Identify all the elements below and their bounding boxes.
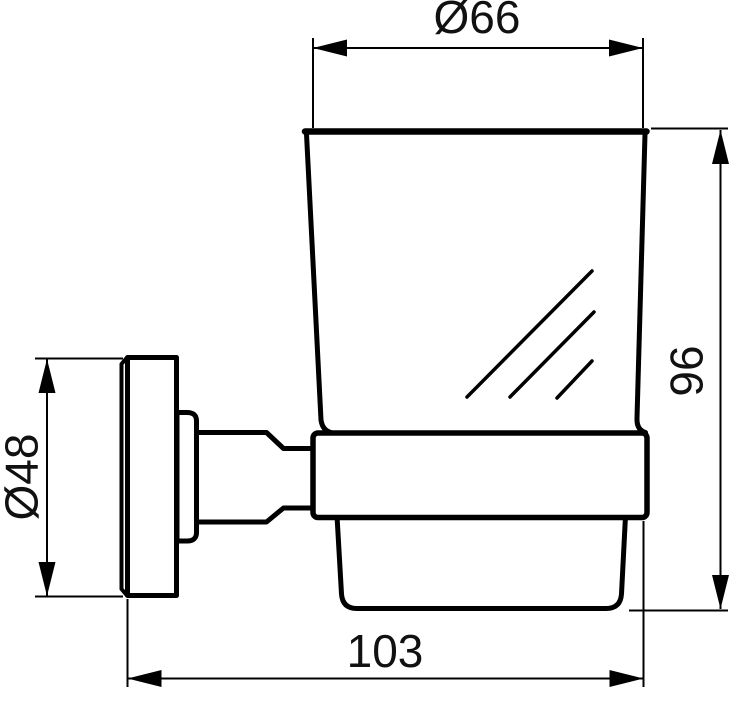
arrowhead-right: [609, 39, 643, 57]
arrowhead-right: [609, 670, 644, 687]
dimension-height: 96: [629, 127, 729, 612]
cup-left-side: [304, 131, 334, 435]
glass-bottom: [334, 513, 628, 611]
support-arm: [196, 430, 314, 525]
arrowhead-up: [712, 130, 729, 164]
arrowhead-left: [313, 39, 347, 57]
arrowhead-down: [38, 562, 56, 596]
dim-label-top-diameter: Ø66: [434, 0, 521, 43]
dim-label-depth: 103: [347, 625, 424, 677]
dimension-depth: 103: [126, 521, 645, 687]
cup-right-side: [634, 131, 648, 435]
dimension-plate-diameter: Ø48: [0, 357, 123, 598]
mount-collar: [174, 410, 199, 544]
glass-hatch-line-2: [508, 310, 596, 399]
dim-label-plate-diameter: Ø48: [0, 434, 48, 521]
arrowhead-down: [712, 575, 729, 609]
wall-plate: [119, 355, 179, 598]
dim-label-height: 96: [661, 345, 713, 396]
glass-hatch-line-3: [555, 359, 594, 400]
glass-hatch-line-1: [465, 269, 594, 399]
arm-top-contour: [196, 430, 314, 451]
glass-bottom-outline: [334, 513, 628, 611]
arrowhead-up: [38, 359, 56, 393]
holder-ring: [310, 430, 650, 521]
arm-bottom-contour: [196, 505, 314, 525]
wall-plate-body: [125, 355, 179, 598]
dimension-top-diameter: Ø66: [312, 0, 644, 128]
wall-plate-back-edge: [119, 356, 129, 597]
glass-tumbler: [301, 128, 650, 435]
arrowhead-left: [127, 670, 162, 687]
